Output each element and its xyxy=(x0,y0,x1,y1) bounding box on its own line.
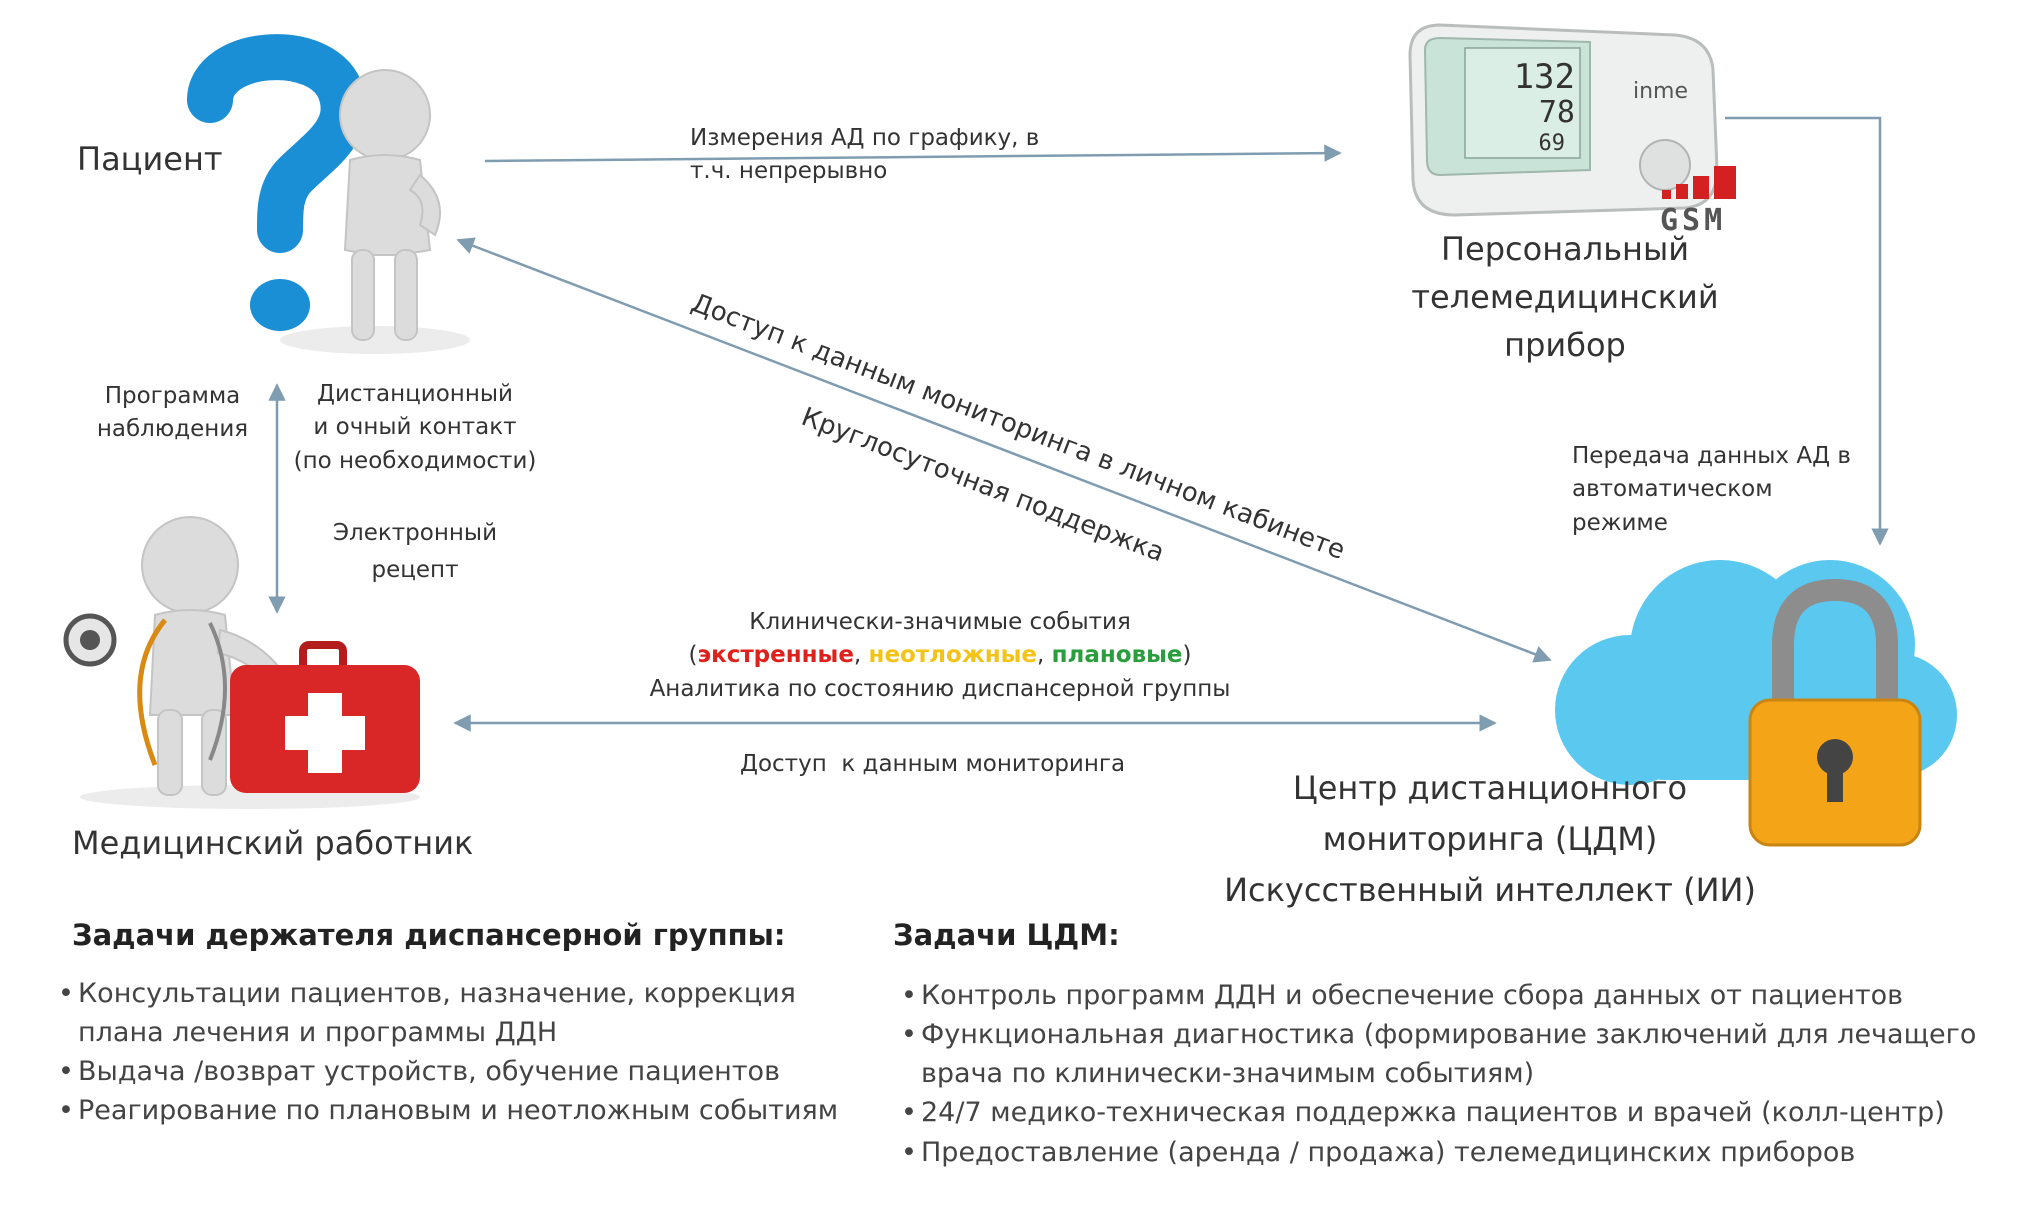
event-type-urgent: неотложные xyxy=(868,642,1037,669)
tasks-cdm-title: Задачи ЦДМ: xyxy=(893,918,1120,952)
device-label-line-3: прибор xyxy=(1504,326,1626,364)
center-label-line-1: Центр дистанционного xyxy=(1292,769,1688,807)
events-open-paren: ( xyxy=(688,642,698,669)
list-item: Предоставление (аренда / продажа) телеме… xyxy=(901,1133,2018,1172)
event-type-planned: плановые xyxy=(1051,642,1183,669)
events-close-paren: ) xyxy=(1182,642,1192,669)
list-item: Выдача /возврат устройств, обучение паци… xyxy=(58,1052,867,1091)
list-item: Консультации пациентов, назначение, корр… xyxy=(58,974,867,1052)
first-aid-kit-icon xyxy=(230,641,420,793)
edge-label-medic-access: Доступ к данным мониторинга xyxy=(740,751,1126,777)
edge-label-contact-line-2: и очный контакт xyxy=(313,414,517,441)
center-label-line-2: мониторинга (ЦДМ) xyxy=(1322,820,1658,859)
edge-label-erecipe-line-1: Электронный xyxy=(332,520,498,546)
events-separator-1: , xyxy=(853,642,869,669)
patient-label: Пациент xyxy=(77,140,223,178)
edge-label-program-line-2: наблюдения xyxy=(96,416,249,443)
bp-pulse-reading: 69 xyxy=(1539,131,1566,156)
edge-label-device-center-line-2: автоматическом xyxy=(1572,476,1773,503)
events-analytics: Аналитика по состоянию диспансерной груп… xyxy=(649,675,1231,702)
device-label-line-1: Персональный xyxy=(1440,230,1690,268)
edge-label-patient-device: Измерения АД по графику, в т.ч. непрерыв… xyxy=(690,122,1039,189)
arrow-device-to-center xyxy=(1725,116,1889,546)
cloud-lock-illustration xyxy=(1555,560,1957,847)
medic-illustration xyxy=(63,516,420,809)
tasks-holder-title: Задачи держателя диспансерной группы: xyxy=(72,918,786,952)
edge-label-program-line-1: Программа xyxy=(104,383,241,409)
gsm-label: GSM xyxy=(1660,203,1726,238)
edge-label-contact-line-1: Дистанционный xyxy=(317,381,513,407)
events-title: Клинически-значимые события xyxy=(749,609,1131,635)
padlock-icon xyxy=(1748,578,1922,847)
patient-illustration xyxy=(187,34,470,354)
edge-label-device-center-line-1: Передача данных АД в xyxy=(1572,443,1851,469)
tasks-holder-list: Консультации пациентов, назначение, корр… xyxy=(58,974,867,1131)
list-item: 24/7 медико-техническая поддержка пациен… xyxy=(901,1093,2018,1132)
arrow-patient-to-device xyxy=(484,144,1342,163)
person-figure-icon xyxy=(280,69,470,354)
tasks-holder-section: Задачи держателя диспансерной группы: Ко… xyxy=(72,918,867,1131)
device-brand-logo: inme xyxy=(1633,79,1688,104)
edge-label-device-center: Передача данных АД в автоматическом режи… xyxy=(1572,440,1851,540)
arrow-diagonal-patient-center xyxy=(456,237,1552,663)
gsm-signal-icon: GSM xyxy=(1660,166,1736,238)
edge-label-events: Клинически-значимые события (экстренные,… xyxy=(610,606,1270,706)
edge-label-contact-line-3: (по необходимости) xyxy=(293,447,537,474)
edge-label-erecipe: Электронный рецепт xyxy=(315,515,515,589)
medic-label: Медицинский работник xyxy=(72,824,474,862)
event-type-emergency: экстренные xyxy=(697,642,854,669)
edge-label-erecipe-line-2: рецепт xyxy=(371,556,459,583)
center-label: Центр дистанционного мониторинга (ЦДМ) И… xyxy=(1210,763,1770,917)
edge-label-program: Программа наблюдения xyxy=(85,380,260,447)
list-item: Реагирование по плановым и неотложным со… xyxy=(58,1091,867,1130)
tasks-cdm-list: Контроль программ ДДН и обеспечение сбор… xyxy=(901,976,2018,1172)
edge-label-patient-device-line-1: Измерения АД по графику, в xyxy=(690,125,1040,151)
device-label: Персональный телемедицинский прибор xyxy=(1365,225,1765,369)
events-types: (экстренные, неотложные, плановые) xyxy=(610,639,1270,672)
edge-label-device-center-line-3: режиме xyxy=(1572,509,1668,536)
bp-systolic-reading: 132 xyxy=(1514,57,1575,97)
tasks-cdm-section: Задачи ЦДМ: Контроль программ ДДН и обес… xyxy=(893,918,2018,1172)
list-item: Контроль программ ДДН и обеспечение сбор… xyxy=(901,976,2018,1015)
device-label-line-2: телемедицинский xyxy=(1411,278,1719,316)
center-label-line-3: Искусственный интеллект (ИИ) xyxy=(1224,871,1756,910)
edge-label-patient-device-line-2: т.ч. непрерывно xyxy=(690,158,888,185)
bp-diastolic-reading: 78 xyxy=(1539,95,1575,130)
events-separator-2: , xyxy=(1037,642,1052,669)
question-mark-icon xyxy=(187,34,367,331)
list-item: Функциональная диагностика (формирование… xyxy=(901,1015,2018,1093)
stethoscope-icon xyxy=(63,613,227,766)
edge-label-contact: Дистанционный и очный контакт (по необхо… xyxy=(285,378,545,478)
